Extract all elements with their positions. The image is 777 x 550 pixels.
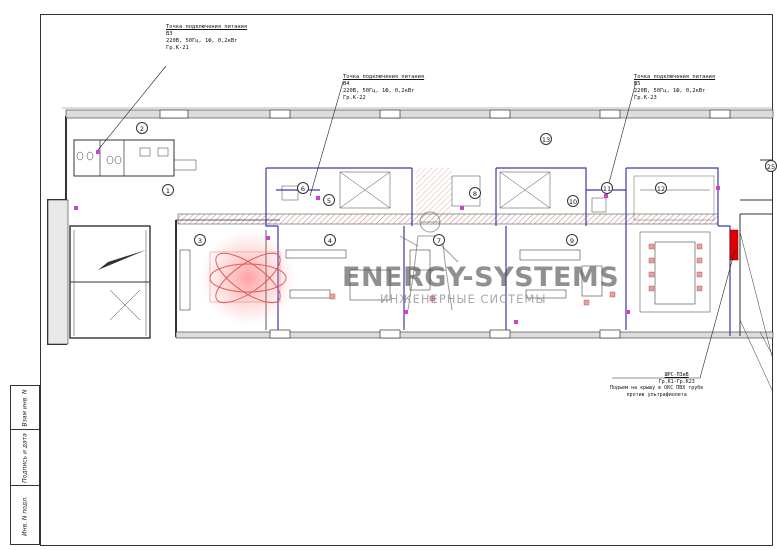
power-point-title: Точка подключения питания: [166, 24, 248, 30]
riser-group: Гр.К1-Гр.К23: [658, 378, 695, 385]
room-number: 7: [433, 234, 445, 246]
title-block-stamp: Взам инв. N Подпись и дата Инв. N подл.: [10, 385, 40, 545]
electrical-panel: [729, 229, 739, 261]
riser-note: ШРС-ПЗиВ Гр.К1-Гр.К23 Подъем на крышу в …: [610, 372, 703, 398]
room-number: 6: [297, 182, 309, 194]
room-number: 4: [324, 234, 336, 246]
watermark: ENERGY-SYSTEMS ИНЖЕНЕРНЫЕ СИСТЕМЫ: [342, 262, 620, 306]
room-number: 2: [136, 122, 148, 134]
room-number: 5: [323, 194, 335, 206]
room-number: 9: [566, 234, 578, 246]
room-number: 10: [567, 195, 579, 207]
watermark-brand: ENERGY-SYSTEMS: [342, 262, 620, 293]
power-point-title: Точка подключения питания: [343, 74, 425, 80]
power-point-spec: 220В, 50Гц, 1Ф, 0,2кВт: [166, 38, 238, 44]
stamp-cell: Инв. N подл.: [21, 496, 29, 536]
room-number: 3: [194, 234, 206, 246]
room-number: 1: [162, 184, 174, 196]
room-number: 12: [655, 182, 667, 194]
room-number: 25: [765, 160, 777, 172]
stamp-cell: Подпись и дата: [11, 430, 39, 486]
power-point-title: Точка подключения питания: [634, 74, 716, 80]
power-point-group: Гр.К-23: [634, 95, 657, 101]
power-point-group: Гр.К-22: [343, 95, 366, 101]
power-point-id: В4: [343, 81, 350, 87]
power-point-id: В5: [634, 81, 641, 87]
room-number: 13: [540, 133, 552, 145]
power-point-id: В3: [166, 31, 173, 37]
riser-code: ШРС-ПЗиВ: [664, 372, 689, 378]
power-point-note: Точка подключения питания В3 220В, 50Гц,…: [166, 24, 247, 52]
power-point-note: Точка подключения питания В5 220В, 50Гц,…: [634, 74, 715, 102]
power-point-spec: 220В, 50Гц, 1Ф, 0,2кВт: [634, 88, 706, 94]
outer-walls: [47, 115, 773, 345]
sheet-frame: [40, 14, 773, 546]
riser-line: против ультрафиолета: [626, 391, 687, 398]
watermark-subtitle: ИНЖЕНЕРНЫЕ СИСТЕМЫ: [380, 292, 547, 306]
power-point-group: Гр.К-21: [166, 45, 189, 51]
stamp-cell: Взам инв. N: [11, 386, 39, 430]
power-point-spec: 220В, 50Гц, 1Ф, 0,2кВт: [343, 88, 415, 94]
riser-line: Подъем на крышу в ОКС ПВХ трубе: [610, 385, 704, 391]
power-point-note: Точка подключения питания В4 220В, 50Гц,…: [343, 74, 424, 102]
room-number: 11: [601, 182, 613, 194]
room-number: 8: [469, 187, 481, 199]
